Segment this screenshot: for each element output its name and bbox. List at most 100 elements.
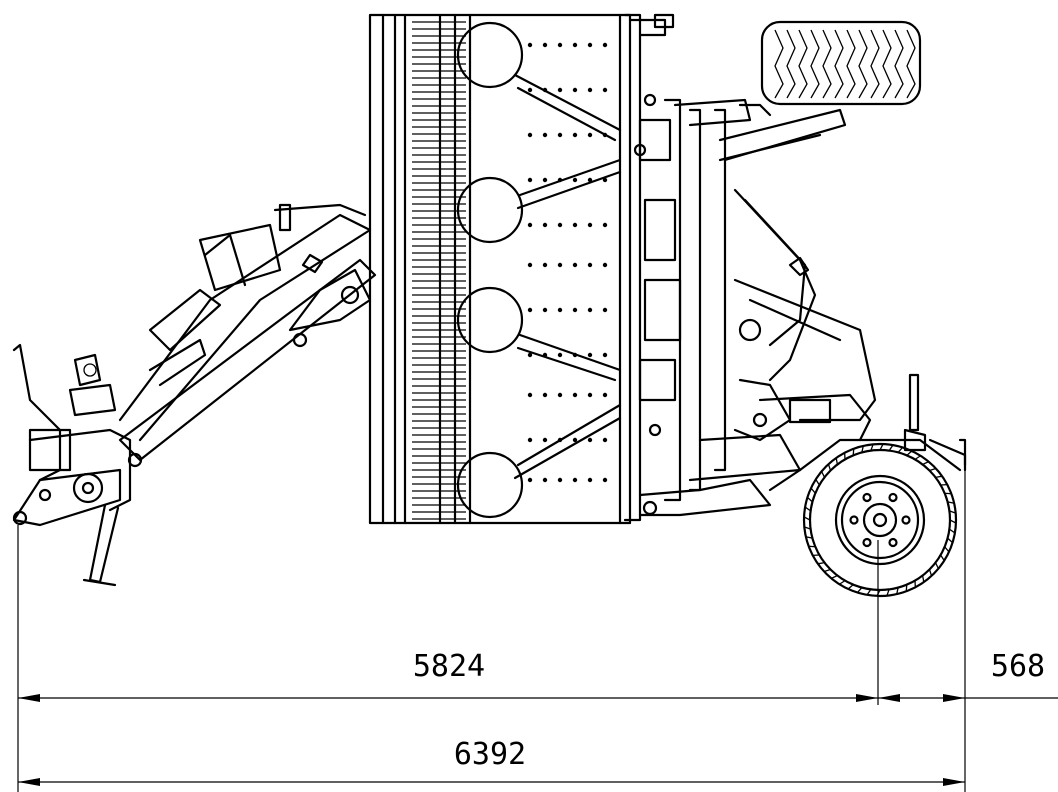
rivet <box>587 132 593 138</box>
tire-tread-mark <box>852 448 855 456</box>
tire-tread-mark <box>922 461 929 466</box>
rivet <box>602 307 608 313</box>
rivet <box>572 352 578 358</box>
rivet <box>572 262 578 268</box>
tread-lug <box>894 29 904 99</box>
dimension-front-to-axle: 5824 <box>413 649 485 684</box>
rivet <box>587 222 593 228</box>
rivet <box>587 352 593 358</box>
tire-tread-mark <box>806 496 813 503</box>
tread-lug <box>882 29 892 99</box>
rivet <box>572 392 578 398</box>
tread-lug <box>858 29 868 99</box>
tire-tread-mark <box>823 568 831 573</box>
tread-lug <box>846 29 856 99</box>
tire-tread-mark <box>810 487 816 494</box>
lug-nut <box>888 537 898 548</box>
rivet <box>557 307 563 313</box>
rivet <box>572 177 578 183</box>
tire-tread-mark <box>897 446 904 453</box>
rivet <box>542 262 548 268</box>
rivet <box>587 437 593 443</box>
hitch-assembly <box>12 343 143 587</box>
lug-nut <box>862 537 872 548</box>
rivet <box>542 87 548 93</box>
rivet <box>542 132 548 138</box>
rivet <box>557 392 563 398</box>
tire-tread-mark <box>949 528 956 534</box>
central-frame <box>623 13 847 522</box>
rivet <box>602 222 608 228</box>
tire-tread-mark <box>934 562 939 569</box>
rivet <box>557 87 563 93</box>
rivet <box>602 437 608 443</box>
lug-nut <box>862 492 872 503</box>
rivet <box>527 222 533 228</box>
tire-tread-mark <box>914 455 921 460</box>
rivet <box>602 352 608 358</box>
rivet <box>527 262 533 268</box>
rivet <box>587 87 593 93</box>
tire-tread-mark <box>804 526 811 530</box>
rivet <box>587 392 593 398</box>
rivet <box>572 437 578 443</box>
road-wheel <box>798 438 962 598</box>
tire-tread-mark <box>870 444 874 451</box>
deck-rivet-pattern <box>527 42 608 483</box>
rivet <box>602 132 608 138</box>
rivet <box>542 437 548 443</box>
rivet <box>557 177 563 183</box>
rivet <box>527 352 533 358</box>
tire-tread-mark <box>827 463 832 471</box>
rivet <box>527 477 533 483</box>
rivet <box>557 42 563 48</box>
rivet <box>602 42 608 48</box>
tread-lug <box>774 29 784 99</box>
rivet <box>602 392 608 398</box>
lug-nut <box>888 492 898 503</box>
rivet <box>542 177 548 183</box>
lug-nut <box>849 515 859 525</box>
tire-tread-mark <box>821 471 826 478</box>
lug-nut <box>901 515 911 525</box>
rivet <box>527 132 533 138</box>
rivet <box>587 42 593 48</box>
deck-teeth-band <box>412 13 466 525</box>
rivet <box>557 437 563 443</box>
spare-wheel <box>760 20 922 106</box>
tire-tread-mark <box>815 479 820 486</box>
tire-tread-mark <box>856 587 863 594</box>
tire-tread-mark <box>831 574 838 579</box>
rivet <box>527 87 533 93</box>
tire-tread-mark <box>905 584 908 592</box>
tire-tread-mark <box>835 457 839 465</box>
rivet <box>587 177 593 183</box>
tire-tread-mark <box>935 475 943 479</box>
tread-lug <box>834 29 844 99</box>
tire-tread-mark <box>847 584 854 590</box>
tire-tread-mark <box>861 445 864 453</box>
rivet <box>572 42 578 48</box>
tire-tread-mark <box>949 510 956 514</box>
rivet <box>542 392 548 398</box>
rivet <box>527 437 533 443</box>
tire-tread-mark <box>808 545 816 548</box>
rivet <box>572 132 578 138</box>
deck-rollers <box>456 21 524 519</box>
tire-tread-mark <box>944 546 950 553</box>
tire-tread-mark <box>944 492 952 495</box>
rivet <box>602 177 608 183</box>
tire-tread-mark <box>879 443 884 451</box>
rivet <box>557 262 563 268</box>
tire-tread-mark <box>947 537 954 544</box>
tire-tread-mark <box>805 536 813 539</box>
rivet <box>542 307 548 313</box>
rivet <box>587 307 593 313</box>
rivet <box>587 477 593 483</box>
front-boom-arm <box>118 203 377 462</box>
spare-wheel-tread <box>774 29 916 99</box>
tire-tread-mark <box>949 519 957 524</box>
rivet <box>602 262 608 268</box>
rivet <box>557 352 563 358</box>
